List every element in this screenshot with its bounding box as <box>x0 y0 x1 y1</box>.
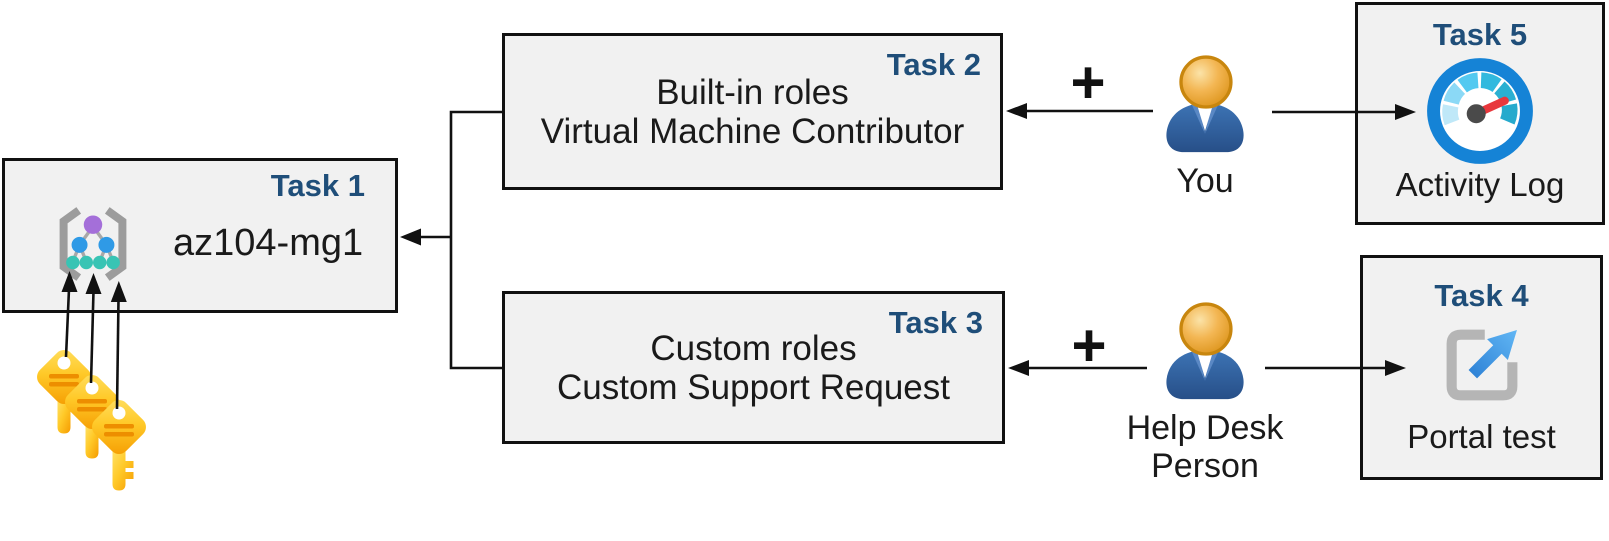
three-keys-icon <box>37 350 146 491</box>
person-icon <box>1166 302 1244 400</box>
task5-caption: Activity Log <box>1395 166 1565 203</box>
actor-help-desk-person: Help Desk Person <box>1127 302 1283 485</box>
task2-box: Task 2 Built-in roles Virtual Machine Co… <box>502 33 1003 190</box>
gauge-activity-log-icon <box>1427 58 1533 164</box>
plus-sign-top: + <box>1070 49 1106 116</box>
person-icon <box>1166 55 1244 153</box>
task2-tag: Task 2 <box>886 47 981 82</box>
you-label: You <box>1176 162 1234 200</box>
management-group-icon <box>59 206 127 281</box>
task2-line2: Virtual Machine Contributor <box>540 111 965 151</box>
task5-box: Task 5 Activity Log <box>1355 2 1605 225</box>
task3-box: Task 3 Custom roles Custom Support Reque… <box>502 291 1005 444</box>
task4-box: Task 4 Portal test <box>1360 255 1603 480</box>
task3-line1: Custom roles <box>650 328 857 368</box>
task2-line1: Built-in roles <box>656 72 849 112</box>
task4-tag: Task 4 <box>1434 278 1529 313</box>
helpdesk-label-line1: Help Desk <box>1126 409 1284 447</box>
management-group-name: az104-mg1 <box>173 222 364 264</box>
task1-box: Task 1 az104-mg1 <box>2 158 398 313</box>
elbow-connector <box>449 110 502 370</box>
launch-portal-icon <box>1446 329 1517 401</box>
task3-tag: Task 3 <box>888 305 983 340</box>
plus-sign-bottom: + <box>1071 312 1107 379</box>
task3-line2: Custom Support Request <box>557 367 950 407</box>
actor-you: You <box>1130 55 1280 200</box>
task4-caption: Portal test <box>1407 418 1556 455</box>
task5-tag: Task 5 <box>1432 17 1528 52</box>
key-icon <box>92 400 146 491</box>
task1-tag: Task 1 <box>270 168 365 203</box>
helpdesk-label-line2: Person <box>1151 447 1259 485</box>
